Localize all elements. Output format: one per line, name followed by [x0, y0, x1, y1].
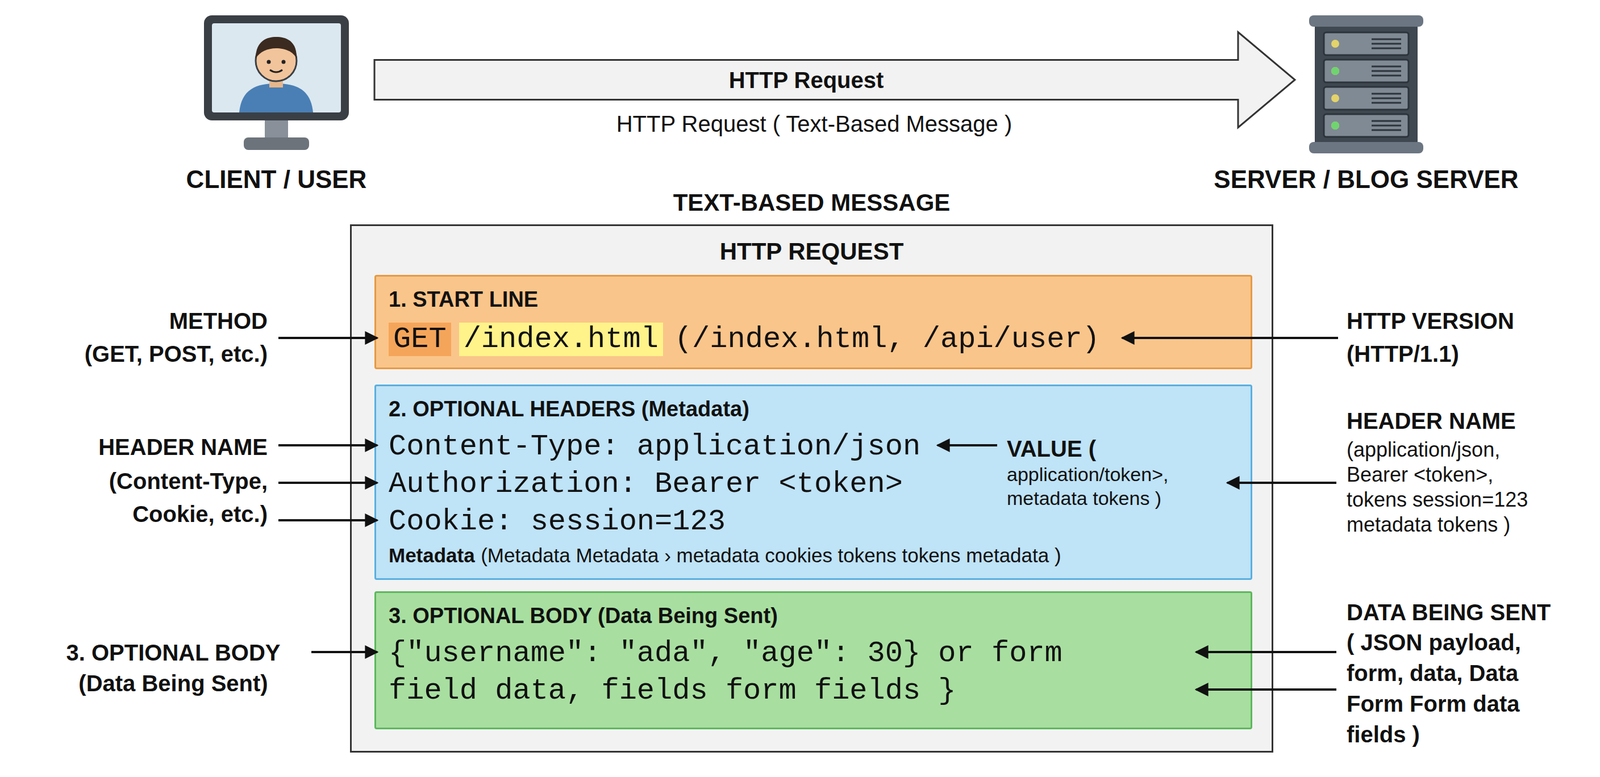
body-payload: {"username": "ada", "age": 30} or form f…	[388, 635, 1063, 711]
callout-detail: (Data Being Sent)	[42, 668, 304, 699]
callout-detail: (GET, POST, etc.)	[11, 338, 268, 370]
value-title: VALUE (	[1006, 435, 1223, 463]
callout-title: 3. OPTIONAL BODY	[42, 637, 304, 669]
metadata-line: Metadata(Metadata Metadata › metadata co…	[388, 543, 1239, 569]
callout-title: METHOD	[40, 305, 268, 337]
value-detail: application/token>, metadata tokens )	[1006, 462, 1200, 511]
callout-detail: (HTTP/1.1)	[1346, 338, 1460, 370]
body-box: 3. OPTIONAL BODY (Data Being Sent) {"user…	[374, 591, 1253, 730]
block-arrow	[374, 32, 1295, 128]
callout-title: DATA BEING SENT	[1346, 597, 1551, 628]
leader-lines	[278, 338, 1339, 690]
node-caption: CLIENT / USER	[186, 164, 368, 195]
callout-detail: (application/json, Bearer <token>, token…	[1346, 437, 1549, 538]
start-line: GET/index.html (/index.html, /api/user)	[388, 321, 1239, 359]
node-caption: SERVER / BLOG SERVER	[1213, 164, 1519, 195]
request-path: /index.html	[459, 322, 664, 357]
value-note: VALUE (application/token>, metadata toke…	[1006, 435, 1223, 511]
section-heading: 2. OPTIONAL HEADERS (Metadata)	[388, 395, 1239, 423]
metadata-word: Metadata	[388, 544, 475, 567]
section-heading: 3. OPTIONAL BODY (Data Being Sent)	[388, 602, 1239, 630]
panel-heading: TEXT-BASED MESSAGE	[351, 188, 1272, 218]
callout-title: HEADER NAME	[11, 431, 268, 463]
edge-label: HTTP Request	[723, 65, 890, 95]
client-icon	[203, 15, 349, 150]
message-panel: TEXT-BASED MESSAGEHTTP REQUEST1. START L…	[350, 224, 1274, 753]
arrow-caption: HTTP Request ( Text-Based Message )	[616, 109, 1013, 139]
server-icon	[1309, 15, 1424, 154]
section-heading: 1. START LINE	[388, 285, 1239, 314]
start-line-box: 1. START LINE GET/index.html (/index.html,…	[374, 275, 1253, 370]
panel-title: HTTP REQUEST	[351, 237, 1272, 266]
http-method: GET	[388, 322, 452, 357]
headers-box: 2. OPTIONAL HEADERS (Metadata) Content-Ty…	[374, 384, 1253, 581]
callout-detail: ( JSON payload, form, data, Data Form Fo…	[1346, 627, 1572, 750]
callout-detail: (Content-Type, Cookie, etc.)	[51, 464, 268, 531]
callout-title: HEADER NAME	[1346, 406, 1516, 436]
callout-title: HTTP VERSION	[1346, 305, 1515, 337]
header-line: Content-Type: application/json	[388, 428, 1239, 466]
metadata-list: (Metadata Metadata › metadata cookies to…	[480, 544, 1061, 567]
path-examples: (/index.html, /api/user)	[674, 322, 1100, 357]
